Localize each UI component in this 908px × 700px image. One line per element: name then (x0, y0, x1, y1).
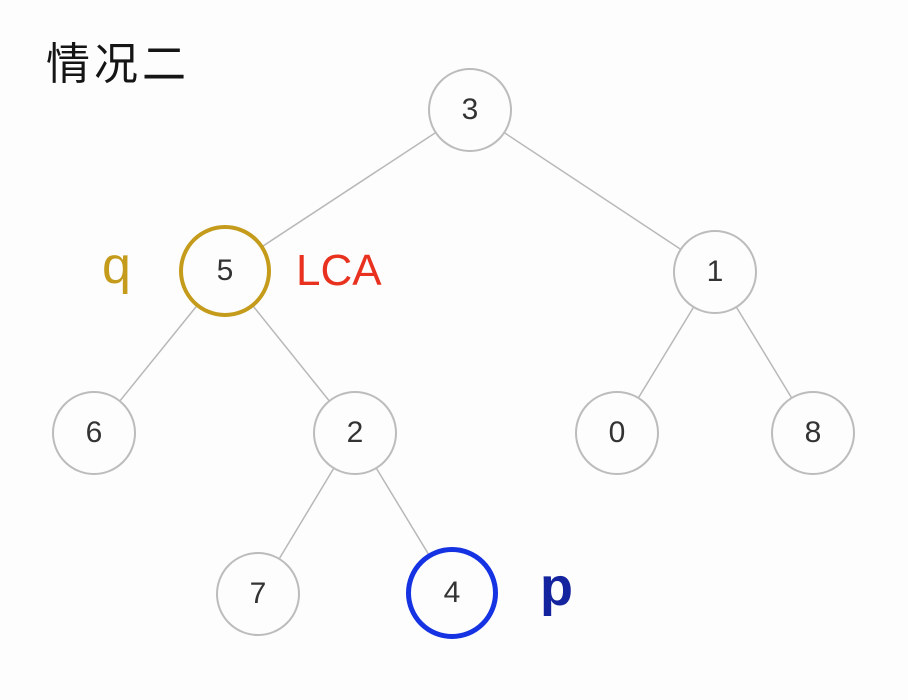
p-label: p (540, 557, 573, 617)
tree-node-4-p-highlight: 4 (406, 547, 498, 639)
tree-node-6: 6 (52, 391, 136, 475)
tree-node-7: 7 (216, 552, 300, 636)
lca-label: LCA (296, 246, 382, 295)
node-value: 5 (216, 254, 234, 287)
diagram-title: 情况二 (46, 40, 190, 89)
node-value: 7 (249, 577, 267, 610)
node-value: 8 (804, 416, 822, 449)
tree-node-0: 0 (575, 391, 659, 475)
tree-node-3: 3 (428, 68, 512, 152)
tree-node-1: 1 (673, 230, 757, 314)
tree-node-8: 8 (771, 391, 855, 475)
node-value: 0 (608, 416, 626, 449)
node-value: 2 (346, 416, 364, 449)
edge-3-1 (469, 109, 716, 273)
tree-node-2: 2 (313, 391, 397, 475)
edge-3-5 (224, 109, 471, 272)
tree-node-5-q-highlight: 5 (179, 225, 271, 317)
node-value: 1 (706, 255, 724, 288)
node-value: 3 (461, 93, 479, 126)
node-value: 6 (85, 416, 103, 449)
q-label: q (102, 237, 131, 295)
node-value: 4 (443, 576, 461, 609)
